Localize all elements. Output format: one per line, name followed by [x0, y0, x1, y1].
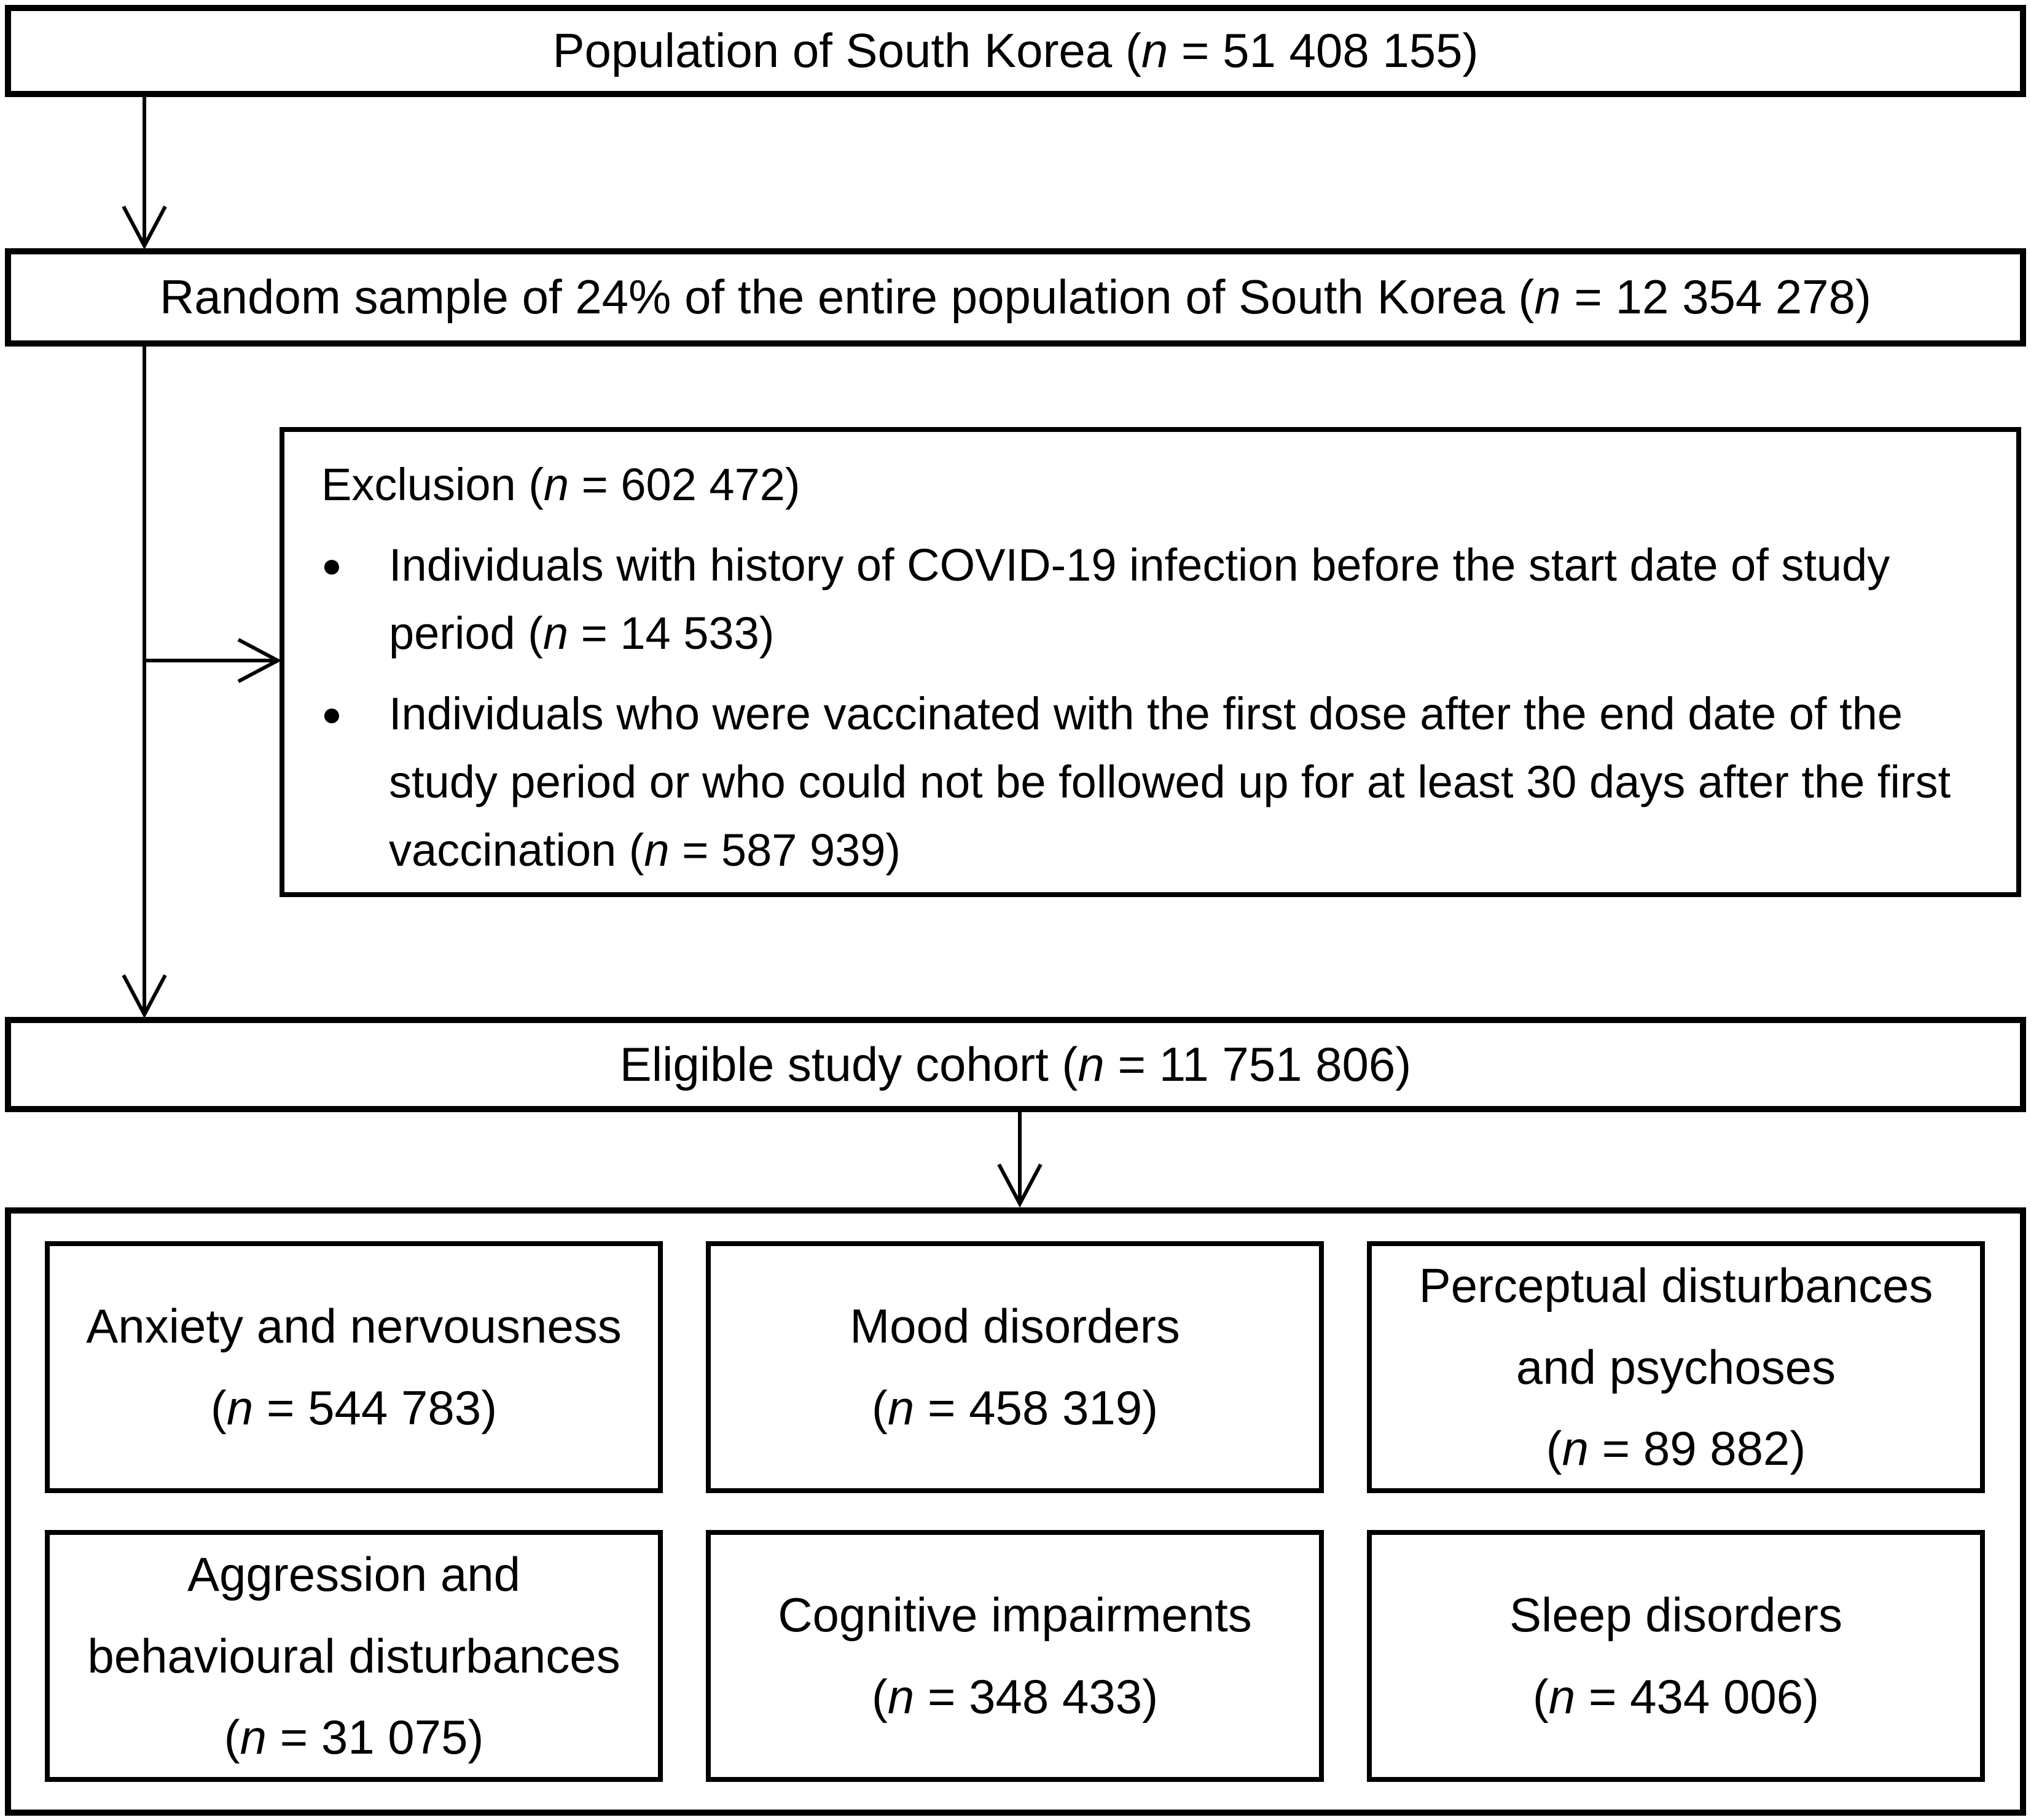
- outcome-box-sleep-disorders: Sleep disorders (n = 434 006): [1367, 1530, 1985, 1782]
- italic-n: n: [1562, 1421, 1589, 1476]
- random-sample-box: Random sample of 24% of the entire popul…: [5, 248, 2026, 347]
- bullet-icon: ●: [321, 694, 342, 733]
- exclusion-box: Exclusion (n = 602 472) ● Individuals wi…: [280, 427, 2021, 897]
- italic-n: n: [1534, 270, 1561, 324]
- italic-n: n: [542, 608, 569, 659]
- outcome-box-perceptual-disturbances-psychoses: Perceptual disturbances and psychoses (n…: [1367, 1241, 1985, 1493]
- eligible-cohort-box: Eligible study cohort (n = 11 751 806): [5, 1017, 2026, 1112]
- population-box: Population of South Korea (n = 51 408 15…: [5, 5, 2026, 97]
- outcome-count: (n = 31 075): [224, 1710, 484, 1765]
- outcome-label: Anxiety and nervousness: [86, 1299, 622, 1354]
- italic-n: n: [1141, 23, 1168, 78]
- exclusion-bullet-1: ● Individuals with history of COVID-19 i…: [321, 531, 1979, 667]
- exclusion-title: Exclusion (n = 602 472): [321, 459, 800, 510]
- outcome-label: Aggression and behavioural disturbances: [87, 1547, 620, 1683]
- italic-n: n: [644, 825, 670, 876]
- italic-n: n: [1548, 1669, 1576, 1724]
- italic-n: n: [887, 1381, 915, 1435]
- italic-n: n: [226, 1381, 254, 1435]
- italic-n: n: [543, 459, 569, 510]
- italic-n: n: [1078, 1037, 1105, 1091]
- arrow-population-to-sample: [122, 97, 167, 250]
- outcome-label: Sleep disorders: [1509, 1588, 1842, 1642]
- exclusion-bullet-2-text: Individuals who were vaccinated with the…: [389, 688, 1951, 876]
- arrow-eligible-to-outcomes: [997, 1112, 1043, 1208]
- italic-n: n: [240, 1710, 267, 1765]
- italic-n: n: [887, 1669, 915, 1724]
- outcome-count: (n = 89 882): [1546, 1421, 1806, 1476]
- outcome-box-aggression-behavioural-disturbances: Aggression and behavioural disturbances …: [45, 1530, 663, 1782]
- outcome-label: Cognitive impairments: [778, 1588, 1252, 1642]
- outcome-count: (n = 434 006): [1532, 1669, 1820, 1724]
- eligible-cohort-box-text: Eligible study cohort (n = 11 751 806): [619, 1037, 1412, 1091]
- outcome-box-mood-disorders: Mood disorders (n = 458 319): [706, 1241, 1324, 1493]
- bullet-icon: ●: [321, 546, 342, 584]
- random-sample-box-text: Random sample of 24% of the entire popul…: [159, 270, 1872, 324]
- exclusion-bullet-1-text: Individuals with history of COVID-19 inf…: [389, 539, 1890, 659]
- exclusion-bullet-2: ● Individuals who were vaccinated with t…: [321, 680, 1979, 884]
- population-box-text: Population of South Korea (n = 51 408 15…: [552, 23, 1479, 78]
- arrow-to-exclusion: [144, 638, 282, 683]
- outcome-count: (n = 544 783): [210, 1381, 498, 1435]
- arrow-sample-to-eligible: [122, 347, 167, 1019]
- outcome-count: (n = 348 433): [871, 1669, 1159, 1724]
- outcome-label: Mood disorders: [850, 1299, 1180, 1354]
- outcome-box-anxiety-and-nervousness: Anxiety and nervousness (n = 544 783): [45, 1241, 663, 1493]
- outcome-box-cognitive-impairments: Cognitive impairments (n = 348 433): [706, 1530, 1324, 1782]
- outcome-label: Perceptual disturbances and psychoses: [1419, 1258, 1933, 1394]
- outcome-count: (n = 458 319): [871, 1381, 1159, 1435]
